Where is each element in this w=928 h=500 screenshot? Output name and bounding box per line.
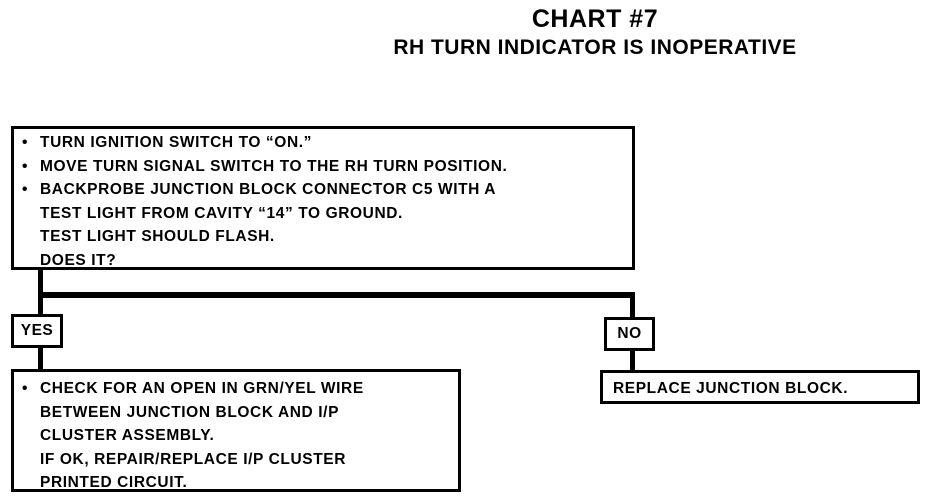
no-branch-label: NO — [604, 317, 655, 351]
start-step-box: TURN IGNITION SWITCH TO “ON.” MOVE TURN … — [11, 126, 635, 270]
yes-action-line: PRINTED CIRCUIT. — [40, 474, 188, 491]
no-action-box: REPLACE JUNCTION BLOCK. — [600, 370, 920, 404]
start-step-line: TURN IGNITION SWITCH TO “ON.” — [22, 131, 632, 155]
start-step-line: TEST LIGHT SHOULD FLASH. — [40, 228, 275, 245]
connector-yes-to-action — [38, 347, 43, 371]
chart-subtitle: RH TURN INDICATOR IS INOPERATIVE — [393, 36, 797, 59]
yes-action-line: BETWEEN JUNCTION BLOCK AND I/P — [40, 403, 340, 421]
connector-no-to-action — [630, 350, 635, 372]
yes-action-line: IF OK, REPAIR/REPLACE I/P CLUSTER — [40, 450, 347, 468]
start-step-line: MOVE TURN SIGNAL SWITCH TO THE RH TURN P… — [22, 155, 632, 179]
yes-action-box: CHECK FOR AN OPEN IN GRN/YEL WIRE BETWEE… — [11, 369, 461, 492]
connector-to-no — [630, 292, 635, 319]
connector-horizontal-branch — [38, 292, 635, 298]
chart-title: CHART #7 — [531, 5, 659, 33]
no-action-text: REPLACE JUNCTION BLOCK. — [613, 380, 849, 397]
yes-branch-label: YES — [11, 314, 63, 348]
start-step-line: TEST LIGHT FROM CAVITY “14” TO GROUND. — [40, 204, 403, 222]
yes-action-line: CLUSTER ASSEMBLY. — [40, 427, 215, 444]
yes-action-line: CHECK FOR AN OPEN IN GRN/YEL WIRE — [22, 377, 458, 401]
start-step-line: DOES IT? — [40, 251, 117, 269]
start-step-line: BACKPROBE JUNCTION BLOCK CONNECTOR C5 WI… — [22, 178, 632, 202]
